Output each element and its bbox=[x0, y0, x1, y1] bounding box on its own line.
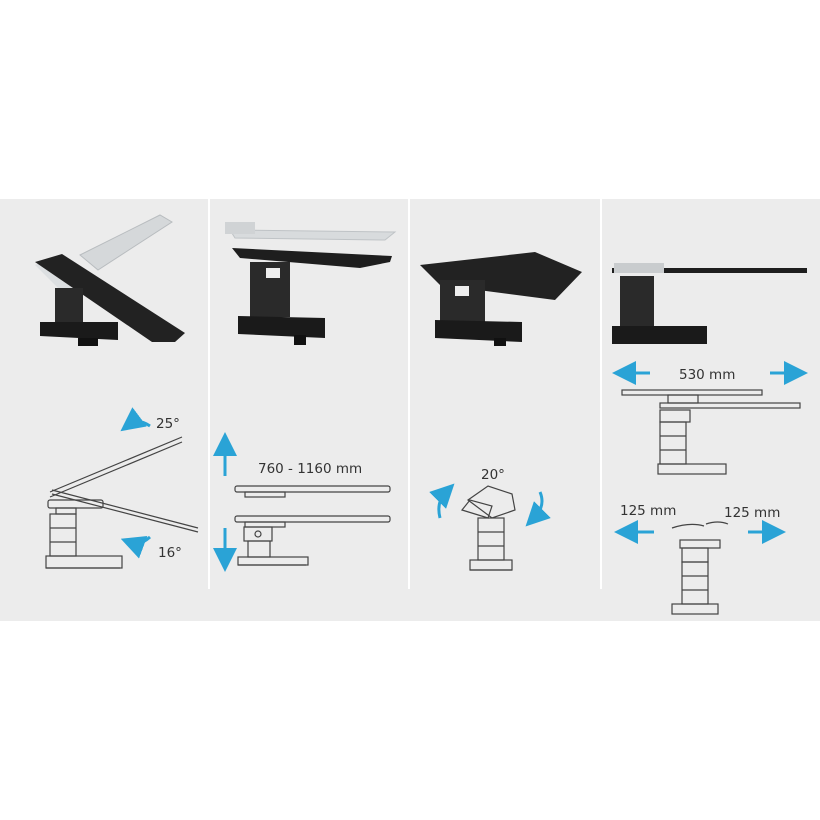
panel-4-photo bbox=[612, 263, 807, 344]
panel-divider bbox=[208, 199, 210, 589]
panel-3-photo bbox=[420, 252, 582, 346]
tilt-right-arrow bbox=[525, 491, 551, 527]
panel-2-drawing bbox=[234, 485, 391, 566]
lateral-right-label: 125 mm bbox=[724, 505, 781, 521]
angle-up-label: 25° bbox=[156, 416, 180, 432]
tilt-down-arrow bbox=[120, 535, 152, 559]
lateral-left-label: 125 mm bbox=[620, 503, 677, 519]
tilt-up-arrow bbox=[120, 407, 151, 432]
panel-divider bbox=[408, 199, 410, 589]
panel-3-drawing bbox=[460, 485, 516, 571]
panel-divider bbox=[600, 199, 602, 589]
longitudinal-slide-label: 530 mm bbox=[679, 367, 736, 383]
panel-1-photo bbox=[35, 214, 185, 346]
panel-4-drawing-lateral bbox=[671, 521, 729, 615]
tilt-angle-label: 20° bbox=[481, 467, 505, 483]
panel-1-drawing bbox=[45, 436, 199, 569]
panel-2-photo bbox=[225, 222, 397, 345]
height-range-label: 760 - 1160 mm bbox=[258, 461, 363, 477]
angle-down-label: 16° bbox=[158, 545, 182, 561]
panel-4-drawing-longitudinal bbox=[621, 389, 801, 475]
tilt-left-arrow bbox=[429, 483, 455, 519]
